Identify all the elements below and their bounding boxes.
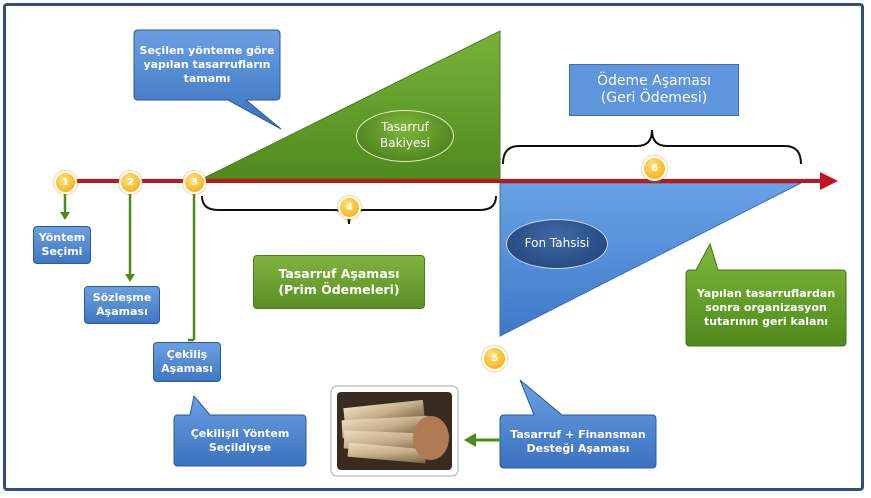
step-badge-6: 6 xyxy=(642,156,667,181)
step1-arrowhead xyxy=(60,212,70,220)
step-badge-3: 3 xyxy=(183,171,206,194)
fund-allocation-ellipse: Fon Tahsisi xyxy=(506,219,608,269)
draw-stage-label: Çekiliş Aşaması xyxy=(153,342,221,382)
step-badge-4: 4 xyxy=(338,196,361,219)
money-photo-icon xyxy=(330,385,459,477)
brace-savings xyxy=(201,195,497,225)
step-badge-2: 2 xyxy=(119,171,142,194)
timeline-arrow-icon xyxy=(820,172,838,190)
financing-arrowhead xyxy=(464,433,476,447)
step2-arrowhead xyxy=(125,274,135,282)
callout-draw-shape xyxy=(173,394,307,467)
savings-stage-label: Tasarruf Aşaması (Prim Ödemeleri) xyxy=(253,255,425,309)
callout-selected-text: Seçilen yönteme göre yapılan tasarruflar… xyxy=(139,44,275,85)
step-badge-5: 5 xyxy=(482,346,507,371)
savings-balance-ellipse: Tasarruf Bakiyesi xyxy=(356,110,454,162)
callout-remaining-shape xyxy=(685,242,847,347)
callout-financing-text: Tasarruf + Finansman Desteği Aşaması xyxy=(510,427,646,455)
contract-stage-label: Sözleşme Aşaması xyxy=(84,286,160,324)
brace-payment xyxy=(502,129,802,165)
callout-selected-shape xyxy=(133,29,282,130)
callout-financing-shape xyxy=(499,379,657,469)
step-badge-1: 1 xyxy=(54,171,77,194)
method-selection-label: Yöntem Seçimi xyxy=(33,226,91,264)
diagram-frame: Tasarruf Bakiyesi Fon Tahsisi 1 2 3 4 5 … xyxy=(3,3,864,491)
callout-draw-text: Çekilişli Yöntem Seçildiyse xyxy=(190,426,290,454)
callout-remaining-text: Yapılan tasarruflardan sonra organizasyo… xyxy=(696,287,836,328)
payment-stage-label: Ödeme Aşaması (Geri Ödemesi) xyxy=(569,64,739,116)
